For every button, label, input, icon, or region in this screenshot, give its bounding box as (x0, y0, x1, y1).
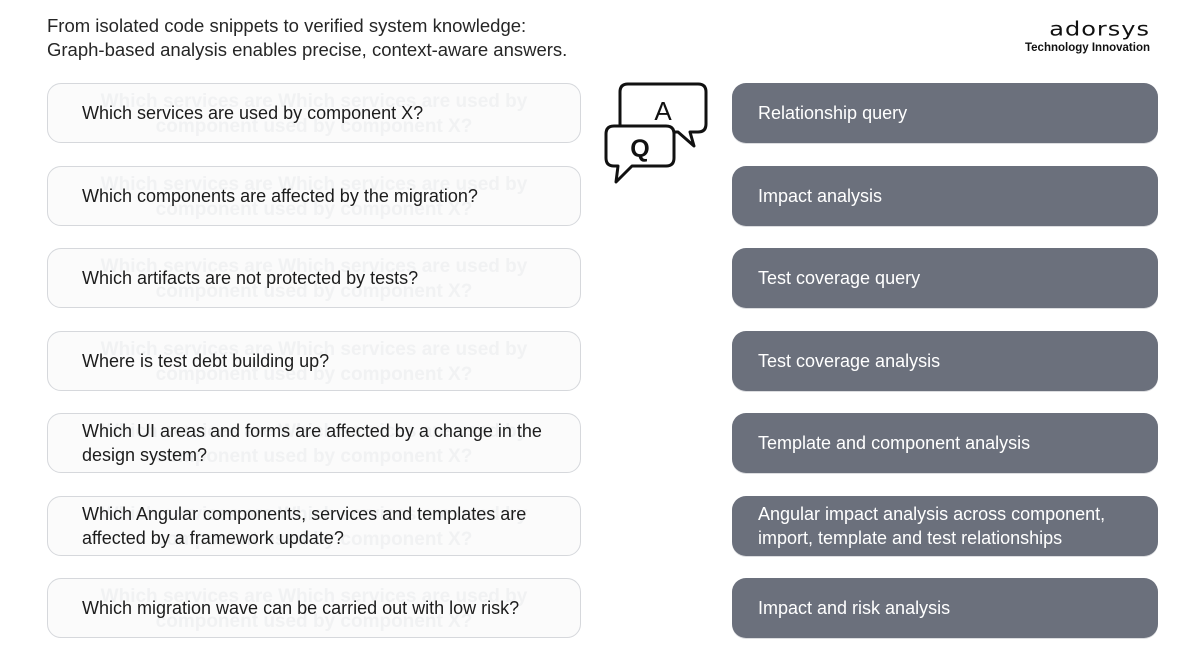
answers-column: Relationship query Impact analysis Test … (732, 83, 1158, 661)
headline-line-1: From isolated code snippets to verified … (47, 15, 527, 36)
answer-card-2: Impact analysis (732, 165, 1158, 226)
answer-card-4: Test coverage analysis (732, 330, 1158, 391)
question-letter: Q (630, 135, 649, 163)
question-card-6: Which services are Which services are us… (47, 495, 581, 556)
brand-tagline: Technology Innovation (1024, 42, 1150, 54)
question-card-4: Which services are Which services are us… (47, 330, 581, 391)
answer-card-3: Test coverage query (732, 248, 1158, 308)
brand-logo-block: adorsys Technology Innovation (1025, 16, 1150, 54)
answer-text: Test coverage analysis (758, 350, 941, 371)
question-text: Where is test debt building up? (82, 350, 330, 371)
answer-card-7: Impact and risk analysis (732, 578, 1158, 638)
answer-text: Test coverage query (758, 268, 921, 288)
qa-chat-bubbles-icon: A Q (604, 82, 708, 184)
page-headline: From isolated code snippets to verified … (47, 14, 667, 62)
answer-letter: A (654, 96, 672, 126)
question-text: Which migration wave can be carried out … (82, 598, 520, 618)
question-text: Which services are used by component X? (82, 103, 424, 123)
question-text: Which UI areas and forms are affected by… (82, 421, 542, 465)
headline-line-2: Graph-based analysis enables precise, co… (47, 39, 568, 60)
questions-column: Which services are Which services are us… (47, 83, 581, 661)
question-card-2: Which services are Which services are us… (47, 165, 581, 226)
answer-text: Impact and risk analysis (758, 598, 951, 618)
answer-card-6: Angular impact analysis across component… (732, 495, 1158, 556)
question-text: Which Angular components, services and t… (82, 503, 527, 548)
question-text: Which components are affected by the mig… (82, 185, 478, 206)
answer-text: Relationship query (758, 103, 908, 123)
adorsys-logo: adorsys (1049, 17, 1150, 41)
answer-text: Impact analysis (758, 185, 883, 206)
question-card-3: Which services are Which services are us… (47, 248, 581, 308)
answer-card-1: Relationship query (732, 83, 1158, 143)
answer-text: Angular impact analysis across component… (758, 503, 1106, 548)
answer-text: Template and component analysis (758, 433, 1031, 453)
question-card-5: Which services are Which services are us… (47, 413, 581, 473)
question-card-1: Which services are Which services are us… (47, 83, 581, 143)
question-card-7: Which services are Which services are us… (47, 578, 581, 638)
question-text: Which artifacts are not protected by tes… (82, 268, 419, 288)
answer-card-5: Template and component analysis (732, 413, 1158, 473)
